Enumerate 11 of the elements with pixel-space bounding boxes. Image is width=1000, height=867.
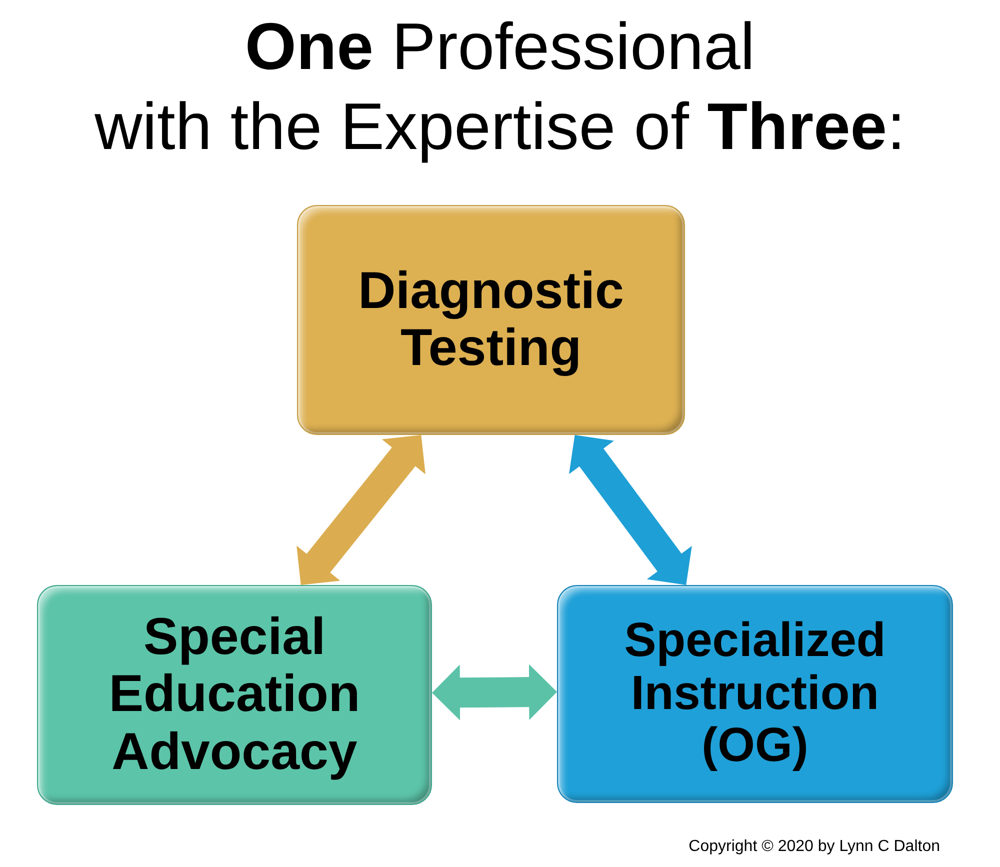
node-label: Diagnostic Testing xyxy=(357,262,625,378)
node-label: Specialized Instruction (OG) xyxy=(623,614,887,774)
rounded-box xyxy=(37,585,432,805)
double-arrow xyxy=(432,664,558,721)
copyright-note: Copyright © 2020 by Lynn C Dalton xyxy=(688,838,940,856)
diagram-title: One Professional with the Expertise of Three: xyxy=(94,8,906,165)
rounded-box xyxy=(297,205,685,435)
double-arrow xyxy=(296,435,426,585)
double-arrow xyxy=(569,435,692,585)
node-label: Special Education Advocacy xyxy=(108,609,362,781)
rounded-box xyxy=(557,585,953,803)
